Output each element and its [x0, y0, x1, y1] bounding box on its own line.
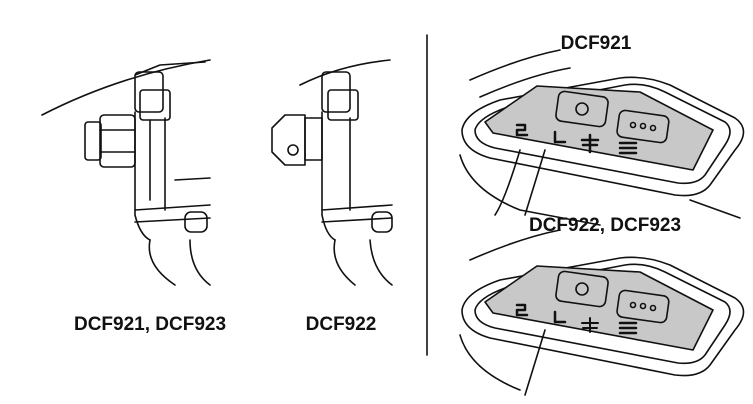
- tool-illustration-dcf922: [271, 59, 393, 286]
- control-panel-illustration-dcf921: [459, 49, 745, 226]
- figure-label-dcf922-dcf923-panel: DCF922, DCF923: [528, 215, 682, 236]
- panel-plate: [484, 265, 714, 351]
- tool-illustration-dcf921-dcf923: [41, 59, 211, 286]
- panel-plate: [484, 85, 714, 171]
- control-panel-illustration-dcf922-dcf923: [459, 229, 745, 396]
- figure-label-dcf922: DCF922: [305, 314, 377, 335]
- figure-label-dcf921-panel: DCF921: [560, 33, 632, 54]
- figure-label-dcf921-dcf923: DCF921, DCF923: [73, 314, 227, 335]
